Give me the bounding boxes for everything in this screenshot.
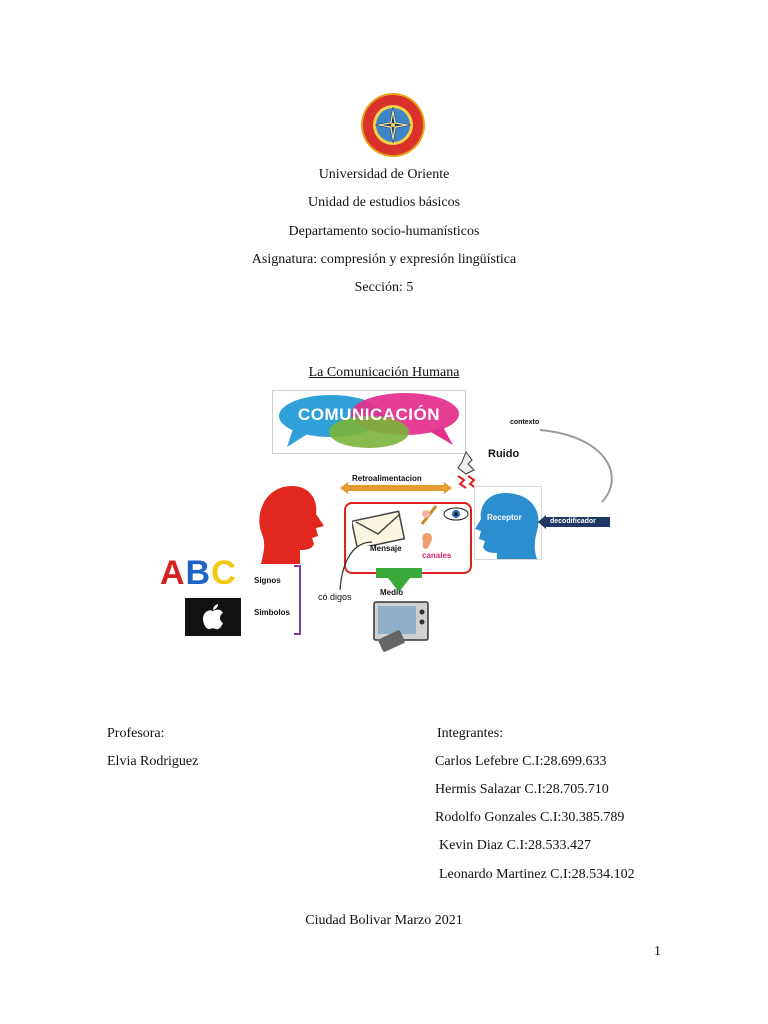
noise-icon	[457, 450, 477, 489]
envelope-icon	[352, 510, 406, 546]
member-item: Rodolfo Gonzales C.I:30.385.789	[435, 810, 625, 825]
ruido-label: Ruido	[488, 448, 520, 460]
university-seal	[361, 93, 425, 157]
professor-label: Profesora:	[107, 726, 165, 741]
speech-bubbles-icon	[279, 393, 459, 448]
receptor-label: Receptor	[487, 513, 522, 522]
member-item: Hermis Salazar C.I:28.705.710	[435, 782, 609, 797]
signos-label: Signos	[254, 576, 281, 585]
codigos-connector	[339, 541, 373, 591]
member-item: Kevin Diaz C.I:28.533.427	[439, 838, 592, 853]
member-item: Leonardo Martinez C.I:28.534.102	[439, 867, 635, 882]
communication-diagram: COMUNICACIÓN contexto Ruido Retroaliment…	[158, 388, 648, 658]
receptor-box: Receptor	[474, 486, 542, 560]
document-title: La Comunicación Humana	[308, 365, 460, 380]
simbolos-label: Simbolos	[254, 608, 291, 617]
emisor-head-icon	[259, 486, 324, 568]
professor-name: Elvia Rodriguez	[107, 754, 199, 769]
unit-name: Unidad de estudios básicos	[307, 195, 461, 210]
subject-name: Asignatura: compresión y expresión lingü…	[251, 252, 517, 267]
department-name: Departamento socio-humanísticos	[288, 224, 480, 239]
bracket-icon	[294, 565, 301, 635]
member-item: Carlos Lefebre C.I:28.699.633	[435, 754, 607, 769]
apple-icon	[203, 604, 223, 630]
mensaje-label: Mensaje	[370, 544, 402, 553]
receptor-head-icon	[475, 493, 539, 559]
ear-icon	[422, 533, 432, 549]
banner-text: COMUNICACIÓN	[298, 405, 440, 424]
codigos-label: có digos	[318, 592, 352, 602]
medio-arrow	[376, 568, 422, 592]
senses-icon	[420, 505, 469, 525]
university-name: Universidad de Oriente	[318, 167, 450, 182]
decodificador-arrow	[538, 515, 610, 529]
apple-logo-box	[185, 598, 241, 636]
members-label: Integrantes:	[437, 726, 504, 741]
television-icon	[373, 601, 429, 652]
contexto-arc	[539, 429, 613, 503]
feedback-arrow	[340, 482, 452, 494]
contexto-label: contexto	[510, 419, 540, 426]
abc-letters: ABC	[160, 554, 237, 593]
canales-label: canales	[422, 551, 452, 560]
decodificador-label: decodificador	[550, 518, 596, 525]
medio-label: Medio	[380, 588, 404, 597]
codes-box: Signos Simbolos	[242, 564, 300, 638]
abc-text: ABC	[160, 554, 237, 592]
retroalimentacion-label: Retroalimentacion	[352, 474, 422, 483]
comunicacion-banner: COMUNICACIÓN	[272, 390, 466, 454]
place-date: Ciudad Bolivar Marzo 2021	[305, 913, 463, 928]
page-number: 1	[654, 944, 661, 959]
section-name: Sección: 5	[354, 280, 414, 295]
